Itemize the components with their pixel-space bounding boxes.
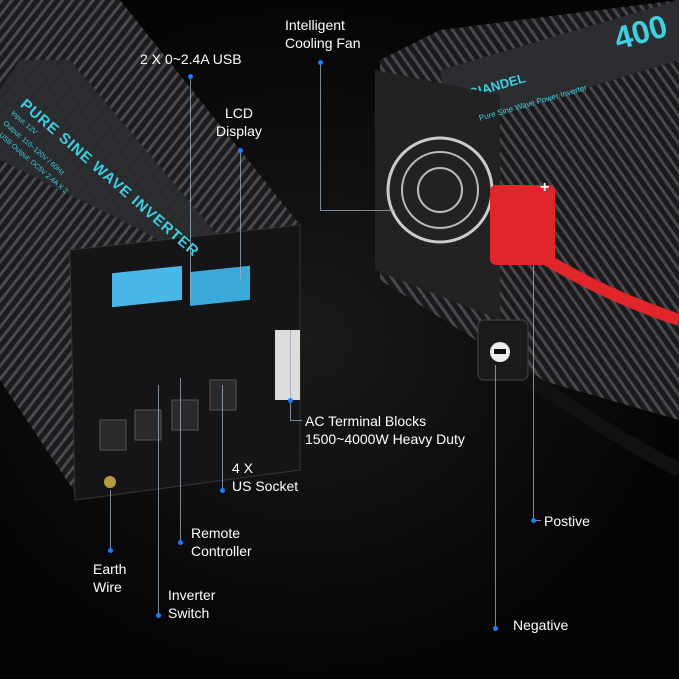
ac-terminal-block [275, 330, 300, 400]
positive-terminal [490, 185, 555, 265]
earth-wire-terminal [104, 476, 116, 488]
callout-line: Display [216, 123, 262, 139]
callout-line: AC Terminal Blocks [305, 413, 427, 429]
callout-negative: Negative [513, 617, 569, 633]
callout-line: Remote [191, 525, 241, 541]
callout-positive: Postive [544, 513, 590, 529]
callout-line: Earth [93, 561, 127, 577]
callout-lcd: LCD Display [216, 104, 262, 140]
callout-earth: Earth Wire [93, 560, 126, 596]
callout-line: 4 X [232, 460, 254, 476]
callout-line: Inverter [168, 587, 216, 603]
svg-text:+: + [540, 179, 549, 196]
callout-line: LCD [224, 105, 253, 121]
callout-line: Controller [191, 543, 252, 559]
callout-us-socket: 4 X US Socket [232, 459, 298, 495]
callout-line: US Socket [232, 478, 299, 494]
callout-line: Wire [93, 579, 122, 595]
callout-usb: 2 X 0~2.4A USB [140, 51, 242, 67]
callout-line: Cooling Fan [285, 35, 361, 51]
us-sockets [99, 379, 237, 451]
callout-ac-terminal: AC Terminal Blocks 1500~4000W Heavy Duty [305, 412, 465, 448]
fan-face [375, 70, 500, 320]
callout-remote: Remote Controller [191, 524, 252, 560]
callout-line: Intelligent [285, 17, 345, 33]
callout-line: Switch [168, 605, 210, 621]
callout-cooling-fan: Intelligent Cooling Fan [285, 16, 361, 52]
callout-line: 1500~4000W Heavy Duty [305, 431, 465, 447]
lcd-screen [112, 265, 182, 308]
callout-switch: Inverter Switch [168, 586, 215, 622]
label-panel [0, 60, 230, 260]
